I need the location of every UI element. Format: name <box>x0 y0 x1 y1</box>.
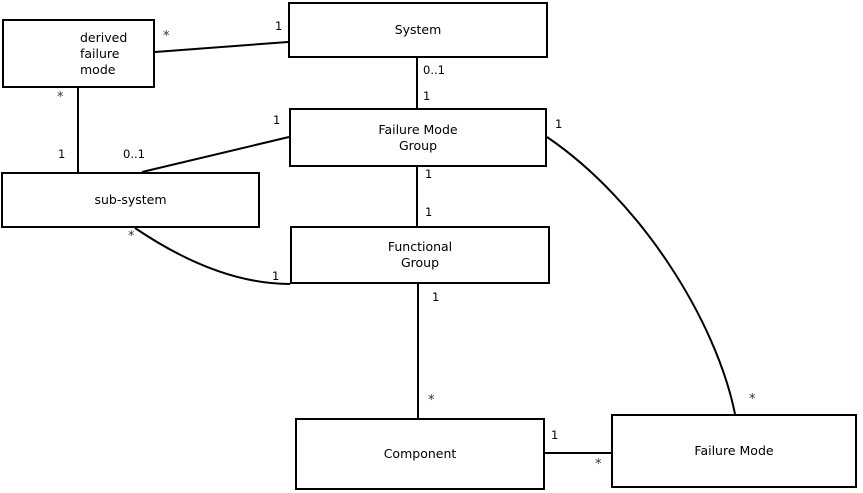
mult-system-dfm-one: 1 <box>275 19 283 33</box>
class-box-functional-group[interactable]: Functional Group <box>290 226 550 284</box>
mult-fg-component-one: 1 <box>432 290 440 304</box>
class-name-functional-group: Functional Group <box>387 239 453 270</box>
class-name-sub-system: sub-system <box>94 192 167 207</box>
mult-fmg-fm-one: 1 <box>555 117 563 131</box>
class-name-system: System <box>394 22 442 37</box>
mult-fg-fmg-one: 1 <box>425 205 433 219</box>
mult-fmg-fg-one: 1 <box>425 167 433 181</box>
mult-fg-subsystem-one: 1 <box>272 269 280 283</box>
mult-dfm-system-star: * <box>163 29 170 44</box>
class-box-sub-system[interactable]: sub-system <box>1 172 260 228</box>
mult-subsystem-dfm-one: 1 <box>58 147 66 161</box>
association-failure-mode-group--failure-mode <box>546 136 736 415</box>
association-sub-system--functional-group <box>134 227 291 285</box>
mult-subsystem-fmg-zero-one: 0..1 <box>123 147 145 161</box>
mult-fm-component-star: * <box>595 457 602 472</box>
mult-component-fg-star: * <box>428 393 435 408</box>
mult-fm-fmg-star: * <box>749 392 756 407</box>
mult-component-fm-one: 1 <box>551 428 559 442</box>
association-failure-mode-group--sub-system <box>141 136 290 173</box>
mult-dfm-subsystem-star: * <box>57 90 64 105</box>
class-name-failure-mode-group: Failure Mode Group <box>378 121 458 153</box>
class-box-derived-failure-mode[interactable]: derived failure mode <box>2 19 155 88</box>
mult-system-fmg-zero-one: 0..1 <box>423 63 445 77</box>
mult-fmg-subsystem-one: 1 <box>273 113 281 127</box>
class-name-failure-mode: Failure Mode <box>694 443 774 458</box>
mult-subsystem-fg-star: * <box>128 229 135 244</box>
class-box-failure-mode[interactable]: Failure Mode <box>611 414 857 488</box>
class-box-component[interactable]: Component <box>295 418 545 490</box>
class-box-failure-mode-group[interactable]: Failure Mode Group <box>289 108 547 167</box>
mult-fmg-system-one: 1 <box>423 89 431 103</box>
class-name-component: Component <box>383 446 457 461</box>
association-derived-failure-mode--system <box>154 41 289 53</box>
class-name-derived-failure-mode: derived failure mode <box>80 29 128 77</box>
class-box-system[interactable]: System <box>288 2 548 58</box>
